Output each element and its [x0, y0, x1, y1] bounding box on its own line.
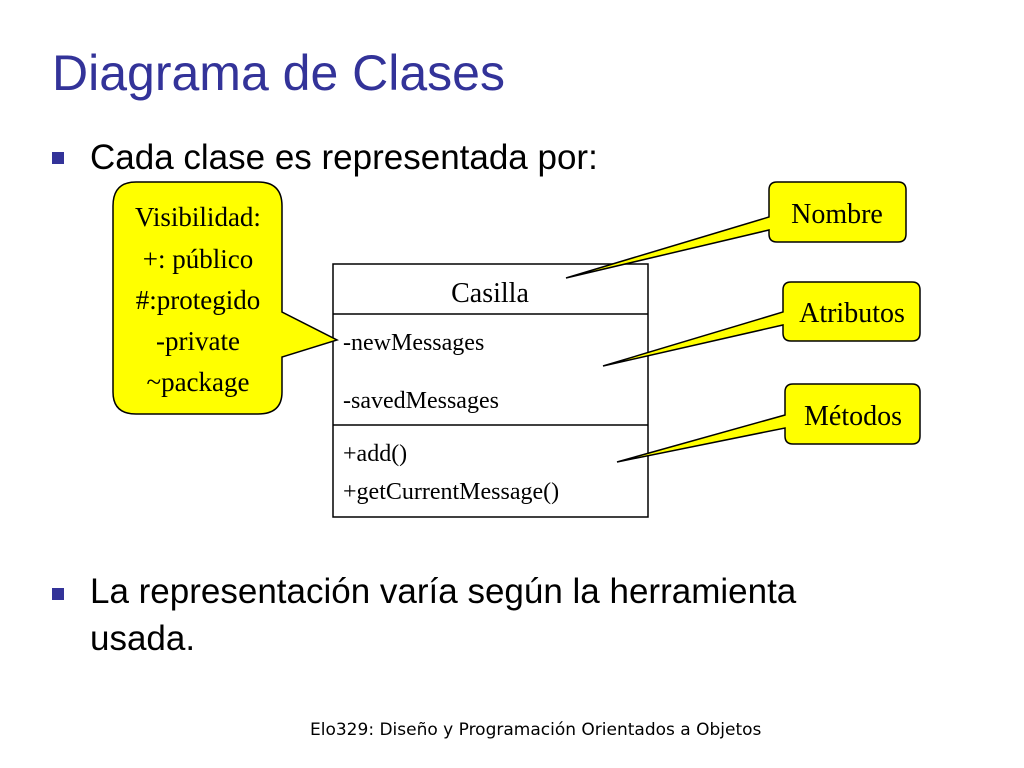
visibility-callout: Visibilidad: +: público #:protegido -pri… [112, 181, 339, 415]
slide-footer: Elo329: Diseño y Programación Orientados… [310, 720, 762, 740]
method-1: +add() [343, 441, 407, 467]
bullet-text-1: Cada clase es representada por: [90, 138, 598, 177]
attributes-callout: Atributos [602, 281, 921, 367]
uml-class-box: Casilla -newMessages -savedMessages +add… [332, 263, 649, 518]
name-callout-label: Nombre [791, 199, 883, 230]
method-2: +getCurrentMessage() [343, 479, 559, 505]
bullet-marker-2 [52, 588, 64, 600]
visibility-line-1: Visibilidad: [135, 202, 261, 232]
bullet-marker-1 [52, 152, 64, 164]
name-callout: Nombre [565, 181, 907, 279]
attributes-callout-label: Atributos [799, 298, 905, 329]
class-name: Casilla [451, 278, 529, 309]
visibility-line-4: -private [156, 326, 240, 356]
attribute-1: -newMessages [343, 330, 484, 356]
slide-title: Diagrama de Clases [52, 45, 505, 101]
visibility-line-2: +: público [143, 244, 253, 274]
visibility-line-5: ~package [146, 367, 249, 397]
attribute-2: -savedMessages [343, 388, 499, 414]
methods-callout: Métodos [616, 383, 921, 463]
methods-callout-label: Métodos [804, 401, 902, 432]
bullet-text-2: La representación varía según la herrami… [90, 572, 797, 658]
visibility-line-3: #:protegido [136, 285, 260, 315]
